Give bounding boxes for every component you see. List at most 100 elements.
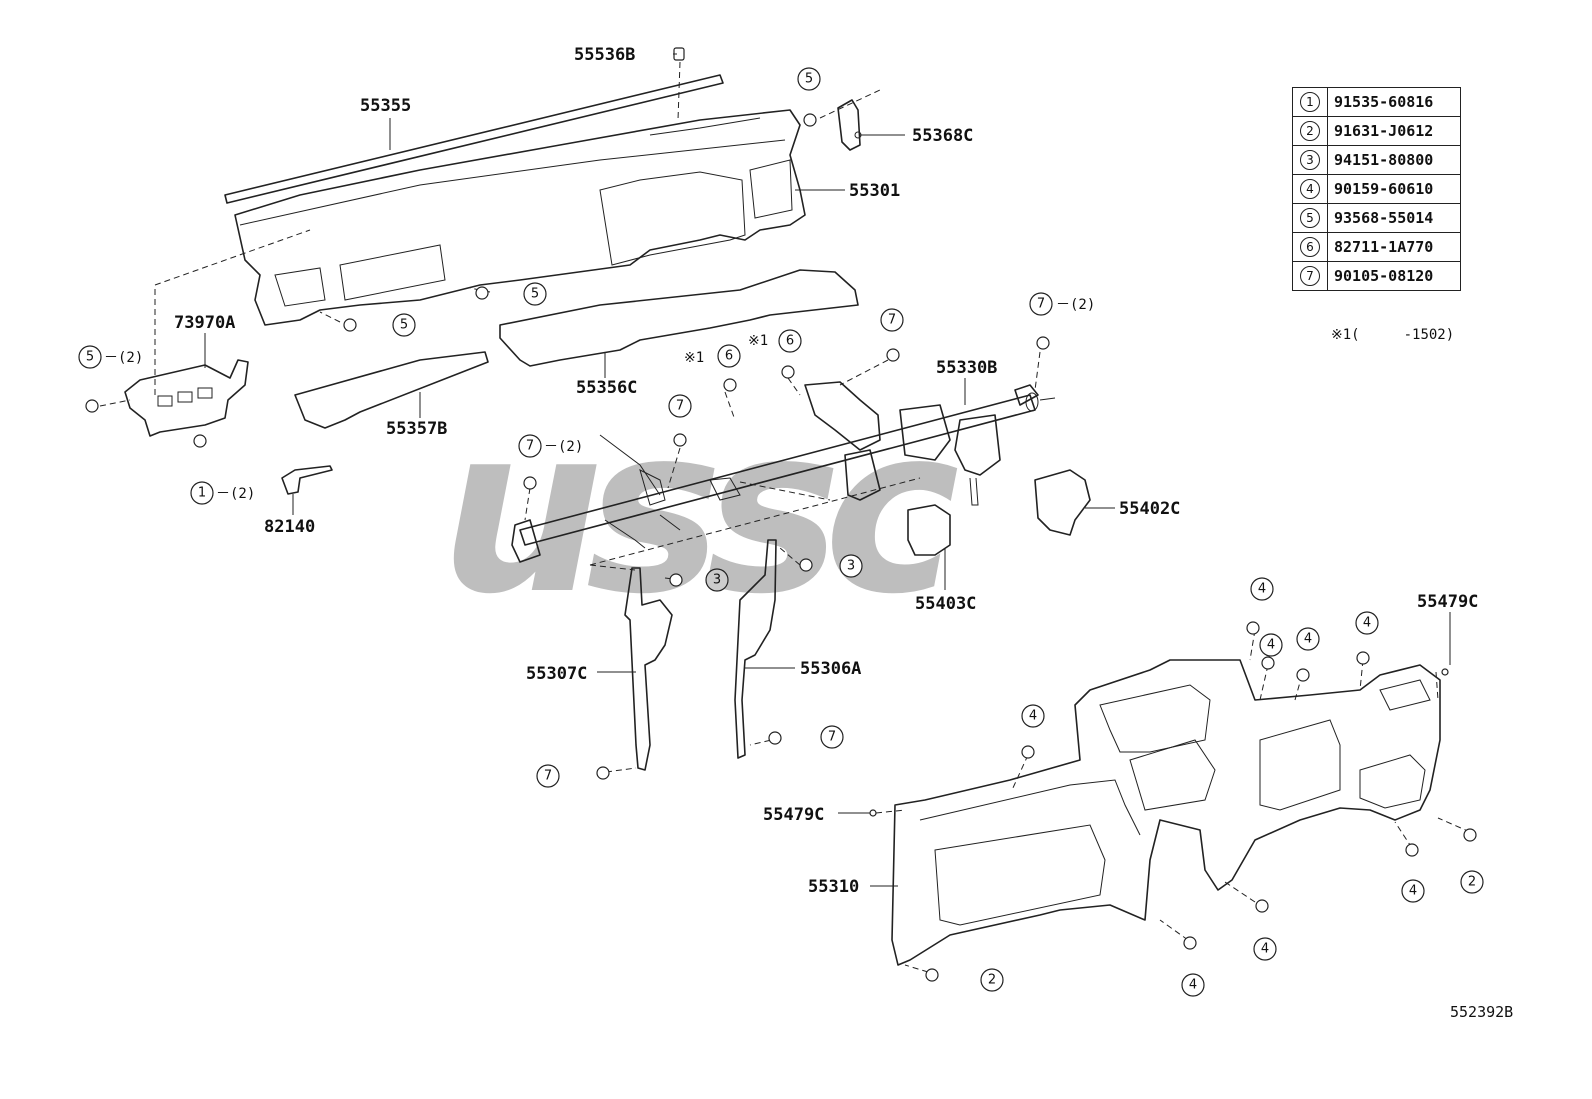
callout-5-center: 5 xyxy=(523,282,547,306)
callout-4-a: 4 xyxy=(1250,577,1274,601)
callout-3-left: 3 xyxy=(705,568,729,592)
legend-index: 7 xyxy=(1300,266,1320,286)
legend-index: 1 xyxy=(1300,92,1320,112)
defroster-strip-55355 xyxy=(224,74,724,204)
label-55306A: 55306A xyxy=(800,659,861,679)
legend-index: 5 xyxy=(1300,208,1320,228)
note-mark-a: ※1 xyxy=(684,350,704,366)
callout-4-f: 4 xyxy=(1401,879,1425,903)
svg-text:7: 7 xyxy=(676,399,684,414)
label-73970A: 73970A xyxy=(174,313,235,333)
label-55355: 55355 xyxy=(360,96,411,116)
svg-text:4: 4 xyxy=(1409,884,1417,899)
svg-text:5: 5 xyxy=(400,318,408,333)
svg-text:4: 4 xyxy=(1258,582,1266,597)
legend-part-number: 93568-55014 xyxy=(1327,203,1461,233)
callout-6-b: 6 xyxy=(778,329,802,353)
legend-index: 2 xyxy=(1300,121,1320,141)
svg-text:4: 4 xyxy=(1261,942,1269,957)
legend-part-number: 91631-J0612 xyxy=(1327,116,1461,146)
qty-1: －(2) xyxy=(216,486,255,502)
svg-text:5: 5 xyxy=(805,72,813,87)
legend-row: 6 82711-1A770 xyxy=(1292,232,1461,262)
svg-text:4: 4 xyxy=(1304,632,1312,647)
label-55356C: 55356C xyxy=(576,378,637,398)
svg-text:6: 6 xyxy=(786,334,794,349)
guide-lines xyxy=(99,61,1471,973)
legend-part-number: 91535-60816 xyxy=(1327,87,1461,117)
callout-7-d: 7 xyxy=(518,434,542,458)
svg-text:7: 7 xyxy=(526,439,534,454)
legend-index: 6 xyxy=(1300,237,1320,257)
bracket-82140 xyxy=(281,465,333,495)
legend-row: 1 91535-60816 xyxy=(1292,87,1461,117)
vent-73970A xyxy=(124,359,249,437)
legend-row: 2 91631-J0612 xyxy=(1292,116,1461,146)
legend-part-number: 90105-08120 xyxy=(1327,261,1461,291)
qty-7-b: －(2) xyxy=(1056,297,1095,313)
dash-panel-upper-55301 xyxy=(234,109,806,326)
legend-row: 5 93568-55014 xyxy=(1292,203,1461,233)
pad-55356C xyxy=(499,269,859,367)
svg-text:1: 1 xyxy=(198,486,206,501)
svg-text:5: 5 xyxy=(86,350,94,365)
legend-index: 4 xyxy=(1300,179,1320,199)
svg-text:4: 4 xyxy=(1189,978,1197,993)
duct-55402C xyxy=(1034,469,1091,536)
svg-text:4: 4 xyxy=(1267,638,1275,653)
callout-5-left: 5 xyxy=(78,345,102,369)
svg-text:2: 2 xyxy=(1468,875,1476,890)
note-mark: ※1( xyxy=(1331,327,1360,343)
svg-text:3: 3 xyxy=(713,573,721,588)
leader-lines xyxy=(204,53,1451,887)
label-55368C: 55368C xyxy=(912,126,973,146)
duct-55403C xyxy=(907,504,951,556)
svg-text:4: 4 xyxy=(1363,616,1371,631)
svg-text:5: 5 xyxy=(531,287,539,302)
brace-55307C xyxy=(624,567,673,771)
callout-5-top: 5 xyxy=(797,67,821,91)
legend-row: 7 90105-08120 xyxy=(1292,261,1461,291)
watermark: ussc xyxy=(440,378,958,645)
label-55310: 55310 xyxy=(808,877,859,897)
label-55357B: 55357B xyxy=(386,419,447,439)
callout-4-h: 4 xyxy=(1181,973,1205,997)
label-55536B: 55536B xyxy=(574,45,635,65)
callout-6-a: 6 xyxy=(717,344,741,368)
label-55479C-right: 55479C xyxy=(1417,592,1478,612)
fasteners xyxy=(85,113,1477,982)
callout-2-right: 2 xyxy=(1460,870,1484,894)
legend-part-number: 82711-1A770 xyxy=(1327,232,1461,262)
serial-range-note: ※1( -1502) xyxy=(1331,327,1454,343)
svg-text:7: 7 xyxy=(828,730,836,745)
callout-7-a: 7 xyxy=(880,308,904,332)
svg-text:7: 7 xyxy=(888,313,896,328)
svg-text:3: 3 xyxy=(847,559,855,574)
callout-3-right: 3 xyxy=(839,554,863,578)
callout-4-g: 4 xyxy=(1253,937,1277,961)
brace-55306A xyxy=(734,539,777,759)
svg-text:7: 7 xyxy=(1037,297,1045,312)
label-55330B: 55330B xyxy=(936,358,997,378)
pad-55357B xyxy=(294,351,489,429)
callout-5-mid: 5 xyxy=(392,313,416,337)
callout-4-d: 4 xyxy=(1355,611,1379,635)
qty-5-left: －(2) xyxy=(104,350,143,366)
note-mark-b: ※1 xyxy=(748,333,768,349)
svg-text:6: 6 xyxy=(725,349,733,364)
callout-4-b: 4 xyxy=(1259,633,1283,657)
legend-index: 3 xyxy=(1300,150,1320,170)
svg-text:2: 2 xyxy=(988,973,996,988)
label-55307C: 55307C xyxy=(526,664,587,684)
callout-2-bottom: 2 xyxy=(980,968,1004,992)
note-range: -1502) xyxy=(1403,327,1455,343)
callout-7-c: 7 xyxy=(668,394,692,418)
callout-7-b: 7 xyxy=(1029,292,1053,316)
svg-text:4: 4 xyxy=(1029,709,1037,724)
svg-text:7: 7 xyxy=(544,769,552,784)
callout-7-f: 7 xyxy=(536,764,560,788)
callout-7-e: 7 xyxy=(820,725,844,749)
